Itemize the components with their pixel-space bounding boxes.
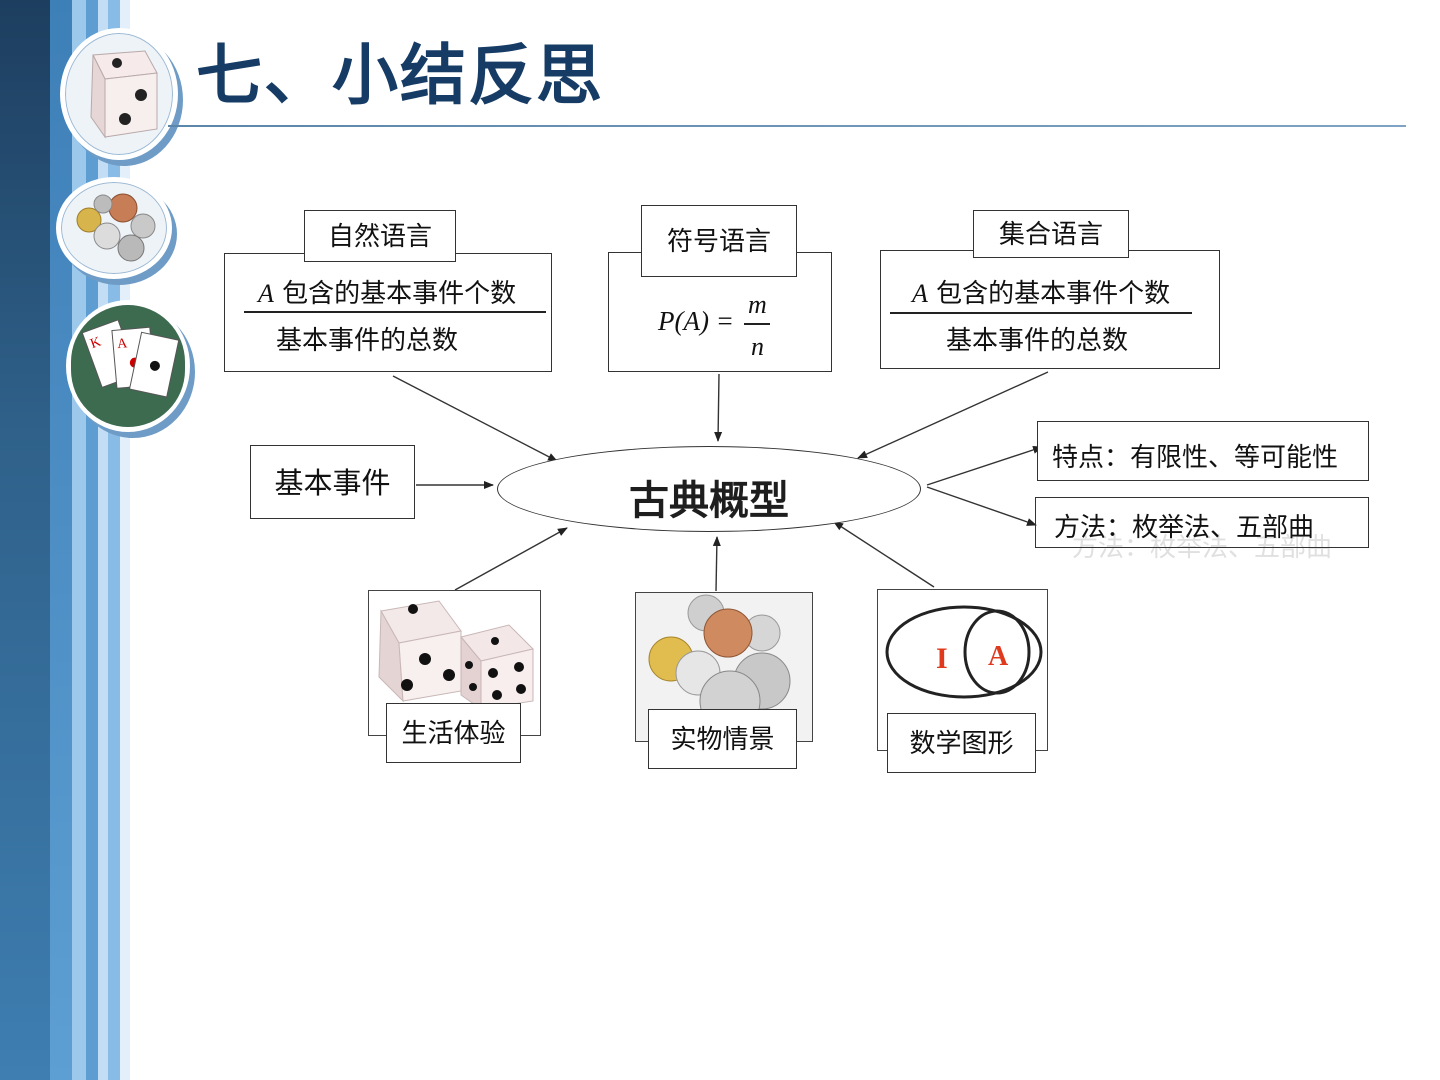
set-language-box	[880, 250, 1220, 369]
coins-circle-image	[56, 177, 172, 279]
arrow-center-to-features	[926, 446, 1043, 486]
natural-language-tag: 自然语言	[304, 210, 456, 262]
features-box	[1037, 421, 1369, 481]
natural-fraction-line	[244, 311, 546, 313]
methods-text: 方法：枚举法、五部曲	[1054, 513, 1315, 543]
arrow-center-to-methods	[926, 486, 1037, 526]
set-numerator: A 包含的基本事件个数	[912, 273, 1170, 310]
svg-text:A: A	[117, 336, 129, 352]
center-ellipse	[497, 446, 921, 532]
arrow-set-to-center	[857, 371, 1049, 459]
natural-language-box	[224, 253, 552, 372]
natural-denominator: 基本事件的总数	[276, 326, 459, 356]
venn-diagram: I A	[885, 605, 1043, 699]
life-experience-label: 生活体验	[386, 703, 521, 763]
math-figure-label: 数学图形	[887, 713, 1036, 773]
arrow-natural-to-center	[392, 375, 558, 462]
symbolic-language-tag: 符号语言	[641, 205, 797, 277]
cards-circle-image: K A	[66, 300, 190, 432]
set-denominator: 基本事件的总数	[946, 326, 1129, 356]
basic-event-box: 基本事件	[250, 445, 415, 519]
venn-inner-label: A	[988, 641, 1009, 672]
title-underline	[168, 125, 1406, 127]
dice-circle-image	[60, 28, 178, 160]
arrow-math-to-center	[833, 521, 935, 588]
venn-outer-label: I	[936, 642, 948, 675]
formula-denominator: n	[751, 332, 764, 361]
natural-numerator-var: A	[258, 279, 274, 308]
set-numerator-var: A	[912, 279, 928, 308]
set-language-tag: 集合语言	[973, 210, 1129, 258]
methods-watermark-text: 方法：枚举法、五部曲	[1072, 533, 1333, 563]
methods-box	[1035, 497, 1369, 548]
set-numerator-text: 包含的基本事件个数	[936, 279, 1171, 309]
formula-fraction-line	[744, 323, 770, 325]
natural-numerator-text: 包含的基本事件个数	[282, 279, 517, 309]
svg-text:K: K	[88, 335, 103, 353]
slide-title: 七、小结反思	[196, 37, 604, 114]
formula-numerator: m	[748, 290, 767, 319]
arrow-objects-to-center	[712, 536, 721, 592]
center-label: 古典概型	[629, 477, 789, 524]
features-text: 特点：有限性、等可能性	[1052, 443, 1339, 473]
set-fraction-line	[890, 312, 1192, 314]
physical-objects-label: 实物情景	[648, 709, 797, 769]
arrow-symbolic-to-center	[714, 373, 723, 442]
formula-lhs: P(A) =	[658, 306, 734, 336]
arrow-life-to-center	[454, 527, 568, 591]
natural-numerator: A 包含的基本事件个数	[258, 273, 516, 310]
